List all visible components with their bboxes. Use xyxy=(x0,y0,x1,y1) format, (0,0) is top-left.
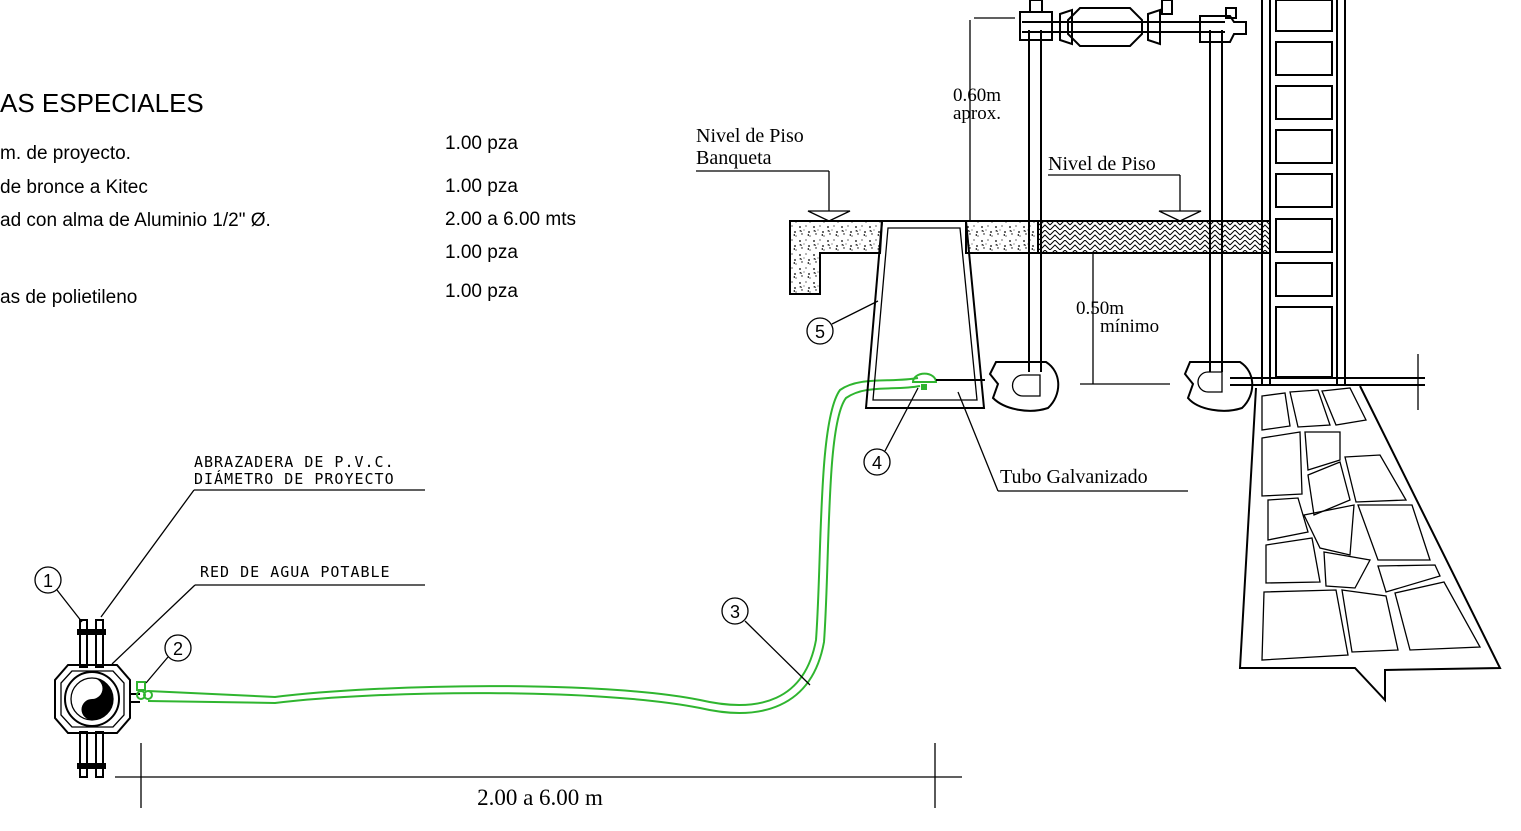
height-label-line2: aprox. xyxy=(953,103,1001,124)
material-item-5-qty: 1.00 pza xyxy=(445,281,518,302)
pipe-labels: ABRAZADERA DE P.V.C. DIÁMETRO DE PROYECT… xyxy=(194,453,395,581)
flexible-pipe xyxy=(136,372,938,714)
material-item-4-qty: 1.00 pza xyxy=(445,242,518,263)
material-item-3-qty: 2.00 a 6.00 mts xyxy=(445,209,576,230)
sidewalk-slab xyxy=(789,220,1271,295)
red-agua-label: RED DE AGUA POTABLE xyxy=(200,563,391,581)
nivel-banqueta-line1: Nivel de Piso xyxy=(696,125,804,147)
riser-pipes xyxy=(988,30,1425,412)
callout-4: 4 xyxy=(872,453,882,473)
meter-box xyxy=(864,220,986,409)
material-item-1-desc: m. de proyecto. xyxy=(0,143,131,164)
length-dimension-label: 2.00 a 6.00 m xyxy=(477,785,603,810)
wall xyxy=(1261,0,1346,384)
length-dimension: 2.00 a 6.00 m xyxy=(115,743,962,810)
galvanized-pipe-label: Tubo Galvanizado xyxy=(1000,466,1148,488)
materials-title: AS ESPECIALES xyxy=(0,88,204,118)
nivel-piso-label: Nivel de Piso xyxy=(1048,153,1156,175)
material-item-3-desc: ad con alma de Aluminio 1/2" Ø. xyxy=(0,210,271,231)
callout-3: 3 xyxy=(730,602,740,622)
galvanized-pipe-label-group: Tubo Galvanizado xyxy=(957,391,1188,492)
height-dimension: 0.60m aprox. xyxy=(953,20,1001,221)
callout-1: 1 xyxy=(43,571,53,591)
material-item-1-qty: 1.00 pza xyxy=(445,133,518,154)
stone-foundation xyxy=(1238,385,1502,703)
material-item-2-desc: de bronce a Kitec xyxy=(0,177,148,198)
depth-dimension: 0.50m mínimo xyxy=(1076,253,1170,385)
depth-label-line2: mínimo xyxy=(1100,316,1159,337)
callout-2: 2 xyxy=(173,639,183,659)
depth-label-line1: 0.50m xyxy=(1076,298,1124,319)
abrazadera-label-line1: ABRAZADERA DE P.V.C. xyxy=(194,453,395,471)
callout-5: 5 xyxy=(815,322,825,342)
abrazadera-label-line2: DIÁMETRO DE PROYECTO xyxy=(194,469,395,488)
meter-assembly xyxy=(974,0,1247,47)
materials-list: AS ESPECIALES m. de proyecto. 1.00 pza d… xyxy=(0,88,576,308)
callouts: 1 2 3 4 5 xyxy=(34,300,919,686)
material-item-5-desc: as de polietileno xyxy=(0,287,137,308)
material-item-2-qty: 1.00 pza xyxy=(445,176,518,197)
height-label-line1: 0.60m xyxy=(953,85,1001,106)
nivel-banqueta-line2: Banqueta xyxy=(696,147,772,169)
level-markers: Nivel de Piso Banqueta Nivel de Piso xyxy=(696,125,1202,222)
pvc-clamp xyxy=(54,619,140,778)
